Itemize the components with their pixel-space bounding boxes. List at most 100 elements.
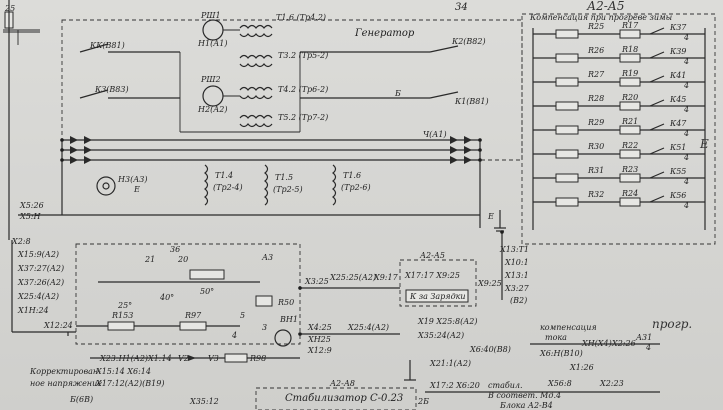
resistor-label-right: R19 [621,69,638,78]
relay-box [189,269,225,280]
switch-suffix: 4 [683,81,689,90]
label-r50: R50 [277,298,294,307]
resistor-label-left: R30 [587,142,604,151]
label-x1-26: Х1:26 [569,363,594,372]
stabilizer-block: А2-А8 Стабилизатор С-0.23 [255,379,417,410]
label-x15-14: Х15:14 Х6:14 [95,367,151,376]
r50-resistor [255,295,273,307]
num-4: 4 [231,331,237,340]
rsh2-sub: Н2(А2) [197,105,227,114]
label-x35-2: Х35:12 [189,397,219,406]
label-x3-25: Х3:25 [304,277,329,286]
stack-4: Х1Н:24 [17,306,49,315]
resistor-label-right: R21 [621,117,638,126]
label-t52: Т5.2 (Тр7-2) [278,113,328,122]
charge-box-label: К за Зарядки [409,292,466,301]
rsh2-meter [202,85,224,107]
label-x17-2: Х17:2 Х6:20 [429,381,480,390]
r97-resistor [179,321,207,331]
label-x56-8: Х56:8 [547,379,572,388]
corr-line2: ное напряжение [30,379,102,388]
diodes-left [70,136,92,164]
x19-2: Х6:40(В8) [469,345,511,354]
resistor-right [619,125,641,135]
generator-title: Генератор [354,28,415,39]
switch-label: К45 [669,95,686,104]
rsh1-sub: Н1(А1) [197,39,227,48]
num-20: 20 [177,255,188,264]
label-x17-12: Х17:12(А2)(В19) [95,379,164,388]
compensation-frame [521,13,716,245]
label-t14-sub: (Тр2-4) [213,183,243,192]
label-h3-e: Е [133,185,140,194]
stab-block-id: А2-А8 [329,379,355,388]
label-x2-23: Х2:23 [599,379,624,388]
label-x6-hb: Х6:Н(В10) [539,349,583,358]
label-t15-sub: (Тр2-5) [273,185,303,194]
label-2b: 2Б [417,397,429,406]
resistor-left [555,101,579,111]
resistor-label-right: R18 [621,45,638,54]
label-k2-b82: К2(В82) [451,37,486,46]
switch-suffix: 4 [683,33,689,42]
label-stabil: стабил. [488,381,523,390]
x3-b82: (В2) [510,296,527,305]
diode-rails: Ч(А1) [61,130,481,228]
corr-line1: Корректирован- [29,367,101,376]
num-21: 21 [144,255,155,264]
resistor-right [619,101,641,111]
top-left-region: 25 [3,0,40,240]
label-r97: R97 [184,311,202,320]
a2a5-box [399,259,477,307]
label-x4-25: Х4:25 [307,323,332,332]
resistor-right [619,197,641,207]
lower-left-stack: Х2:8 Х15:9(А2) Х37:27(А2) Х37:26(А2) Х25… [11,237,76,333]
label-bh1: ВН1 [279,315,298,324]
switch-suffix: 4 [683,201,689,210]
ch-50: 50° [200,287,214,296]
a3-frame [75,243,301,345]
label-34: 34 [455,2,468,13]
transformer-coils-top [239,24,273,128]
stack-3: Х25:4(А2) [17,292,59,301]
resistor-label-left: R27 [587,70,605,79]
resistor-right [619,53,641,63]
label-t32: Т3.2 (Тр5-2) [278,51,328,60]
label-x9-17: Х9:17 [373,273,399,282]
label-t16-sub: (Тр2-6) [341,183,371,192]
label-x9-25: Х9:25 [477,279,502,288]
a3-block: А3 21 36 20 25° 40° 50° R50 R153 R97 5 4… [67,243,301,347]
switch-suffix: 4 [683,105,689,114]
switch-label: К56 [669,191,686,200]
label-vsootv: В соответ. Мд.4 [487,391,561,400]
x19-1: Х35:24(А2) [417,331,464,340]
resistor-left [555,149,579,159]
label-e-right: Е [699,137,709,151]
x19-3: Х21:1(А2) [429,359,471,368]
resistor-label-left: R29 [587,118,604,127]
switch-label: К37 [669,23,687,32]
center-region: Х3:25 Х25:25(А2) Х9:17 А2-А5 Х17:17 Х9:2… [300,232,530,355]
label-x2-8: Х2:8 [11,237,31,246]
resistor-right [619,149,641,159]
resistor-label-right: R20 [621,93,638,102]
resistor-label-right: R17 [621,21,639,30]
label-k1-b81: К1(В81) [454,97,489,106]
label-b6: Б(6В) [69,395,93,404]
label-x12-24: Х12:24 [43,321,73,330]
comp-cur-2: тока [545,333,567,342]
resistor-label-left: R28 [587,94,604,103]
stack-1: Х37:27(А2) [17,264,64,273]
switch-label: К51 [669,143,686,152]
generator-block: Генератор 34 КК(В81) К3(В83) К2(В82) К1(… [61,2,523,161]
lower-right: Х19 Х25:8(А2) Х35:24(А2) Х6:40(В8) Х21:1… [404,137,709,410]
switch-suffix: 4 [683,153,689,162]
rsh2-name: РШ2 [200,75,221,84]
num-3: 3 [262,323,267,332]
x3-1: Х10:1 [504,258,529,267]
